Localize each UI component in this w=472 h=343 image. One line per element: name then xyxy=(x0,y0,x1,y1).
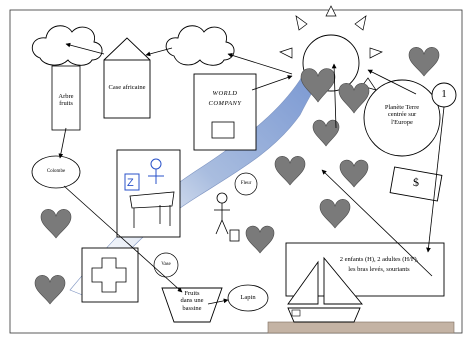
arbre-label: Arbre fruits xyxy=(58,93,74,108)
fruits-label: Fruits dans une bassine xyxy=(180,290,204,312)
arrow xyxy=(58,127,67,159)
case-label: Case africaine xyxy=(108,84,146,91)
arrow xyxy=(145,47,173,57)
heart xyxy=(339,159,369,188)
arrow xyxy=(65,42,105,55)
hearts xyxy=(34,47,440,305)
cloud-right xyxy=(165,25,235,66)
arrow xyxy=(207,298,229,305)
world-company-label: WORLD COMPANY xyxy=(208,90,242,108)
arrow xyxy=(227,52,293,75)
heart xyxy=(408,47,440,77)
heart xyxy=(312,119,340,147)
family-label: 2 enfants (H), 2 adultes (H/F), les bras… xyxy=(339,256,419,274)
arrows xyxy=(58,42,445,305)
sea-strip xyxy=(267,321,455,334)
arrow xyxy=(367,69,417,95)
heart xyxy=(300,68,336,103)
world-company-door xyxy=(211,121,235,139)
hospital-box xyxy=(81,247,139,303)
house-roof xyxy=(103,37,151,61)
page-frame xyxy=(9,9,463,334)
sailboat xyxy=(287,256,363,323)
dollar-bill xyxy=(389,166,443,202)
number-label: 1 xyxy=(441,88,447,100)
heart xyxy=(338,83,370,114)
arrow xyxy=(63,185,183,293)
heart xyxy=(274,156,306,186)
colombe-ellipse xyxy=(31,155,81,189)
arrow xyxy=(426,106,445,253)
heart xyxy=(245,225,275,254)
heart xyxy=(40,209,72,239)
vase-label: Vase xyxy=(161,262,171,267)
planet-earth-circle xyxy=(363,79,441,157)
arrow xyxy=(321,169,433,277)
planete-label: Planète Terre centrée sur l'Europe xyxy=(384,104,420,126)
heart xyxy=(319,199,351,229)
fleur-circle xyxy=(234,172,258,196)
lapin-ellipse xyxy=(227,284,269,312)
vase-circle xyxy=(153,252,179,278)
house-body xyxy=(103,59,151,119)
stick-figure xyxy=(214,192,240,242)
dollar-label: $ xyxy=(413,175,419,189)
fruit-basin xyxy=(161,287,223,323)
svg-text:Z: Z xyxy=(127,177,134,189)
classroom-picture: Z xyxy=(116,149,181,238)
lapin-label: Lapin xyxy=(240,294,256,301)
arrow xyxy=(251,75,293,91)
arrow xyxy=(331,63,337,129)
cloud-left xyxy=(31,25,103,66)
fleur-label: Fleur xyxy=(240,181,252,186)
heart xyxy=(34,275,66,305)
world-company-building xyxy=(193,73,257,151)
colombe-label: Colombe xyxy=(46,169,66,174)
